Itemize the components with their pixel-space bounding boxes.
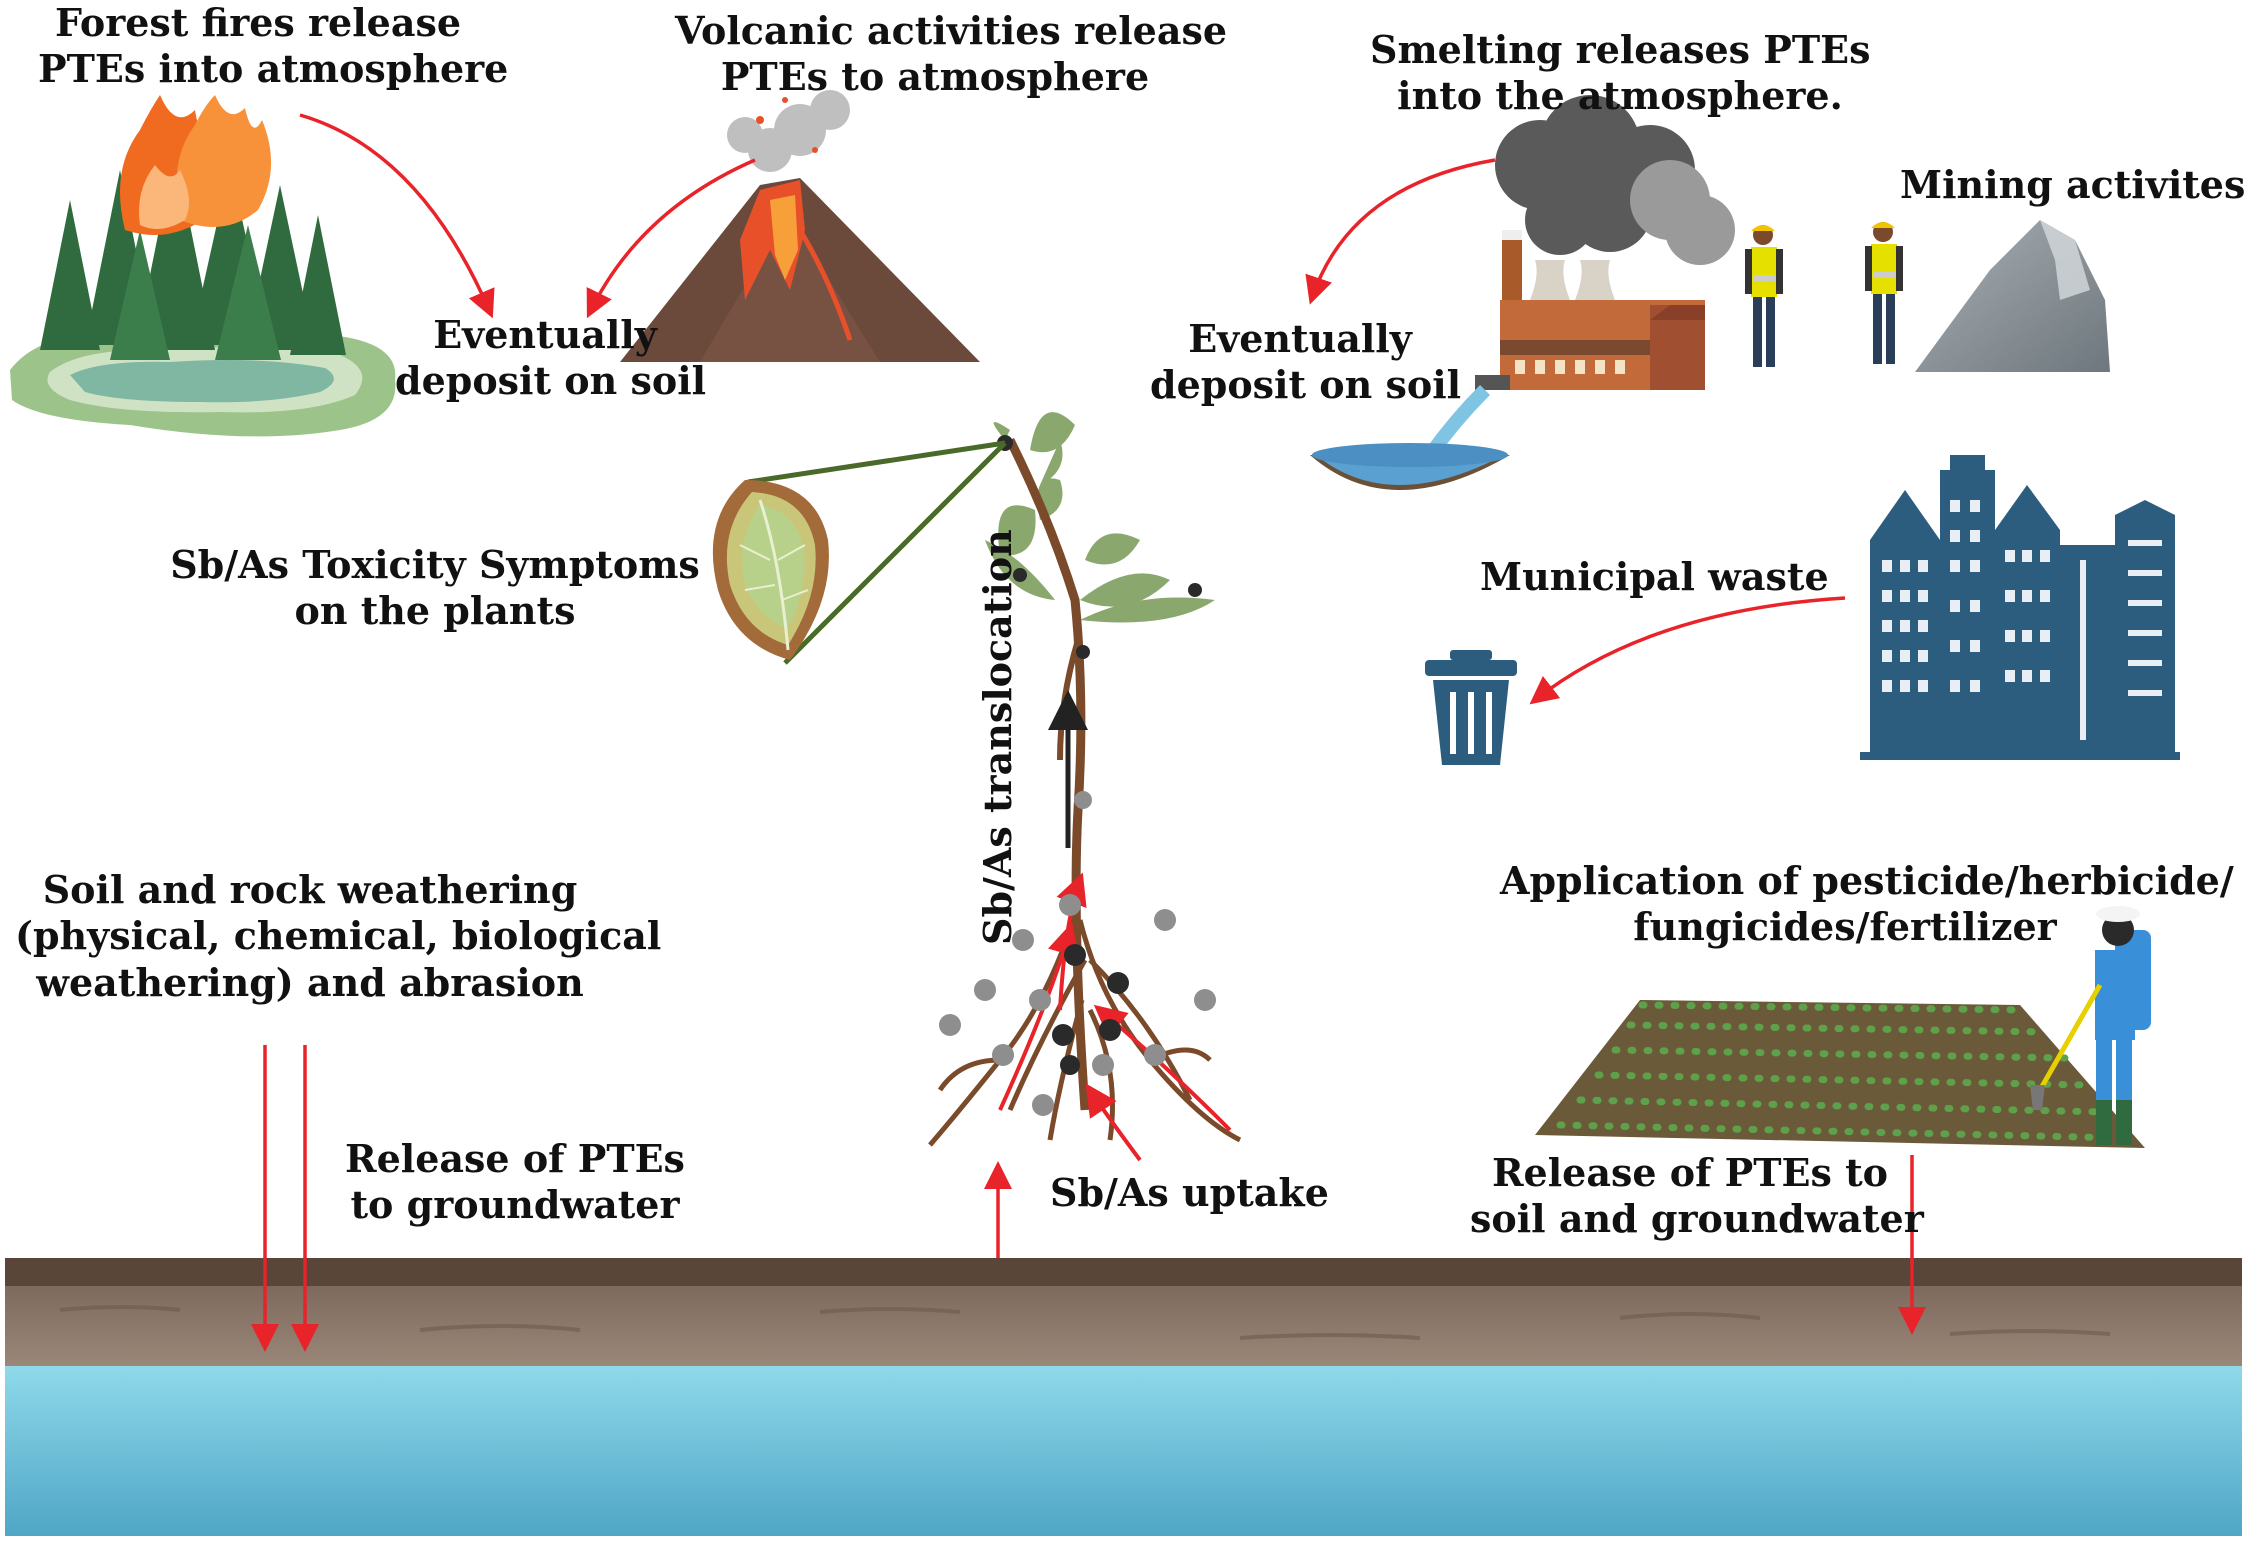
label-weathering: Soil and rock weathering (physical, chem… xyxy=(15,867,662,1005)
mountain-icon xyxy=(1915,220,2110,372)
label-deposit-left: Eventually deposit on soil xyxy=(395,312,707,404)
farmer-sprayer-icon xyxy=(2030,906,2151,1145)
plant-icon xyxy=(928,412,1242,1162)
label-smelting: Smelting releases PTEs into the atmosphe… xyxy=(1370,27,1871,119)
factory-icon xyxy=(1475,95,1735,390)
label-translocation: Sb/As translocation xyxy=(975,529,1020,945)
city-buildings-icon xyxy=(1860,455,2180,760)
label-volcanic-activities: Volcanic activities release PTEs to atmo… xyxy=(675,8,1228,100)
worker-icon xyxy=(1745,222,1903,367)
forest-fire-icon xyxy=(10,95,396,437)
soil-layer xyxy=(5,1286,2242,1366)
leaf-symptom-icon xyxy=(712,440,1007,665)
label-mining: Mining activites xyxy=(1900,162,2246,207)
label-groundwater-right: Release of PTEs to soil and groundwater xyxy=(1470,1150,1924,1242)
label-toxicity-symptoms: Sb/As Toxicity Symptoms on the plants xyxy=(170,542,700,634)
label-municipal-waste: Municipal waste xyxy=(1480,554,1829,599)
soil-texture xyxy=(59,1305,2111,1340)
water-basin-icon xyxy=(1310,385,1510,490)
arrow-smelting-to-soil xyxy=(1305,158,1496,305)
label-forest-fires: Forest fires release PTEs into atmospher… xyxy=(38,0,509,92)
groundwater-layer xyxy=(5,1366,2242,1536)
label-application: Application of pesticide/herbicide/ fung… xyxy=(1500,858,2234,950)
soil-top-band xyxy=(5,1258,2242,1286)
label-uptake: Sb/As uptake xyxy=(1050,1170,1329,1215)
crop-field-icon xyxy=(1535,1000,2145,1148)
label-groundwater-left: Release of PTEs to groundwater xyxy=(345,1136,685,1228)
arrow-forest-to-soil xyxy=(299,113,495,319)
label-deposit-right: Eventually deposit on soil xyxy=(1150,316,1462,408)
arrow-volcano-to-soil xyxy=(586,158,756,319)
arrow-city-to-trash xyxy=(1529,596,1846,705)
volcano-icon xyxy=(620,90,980,362)
pathway-arrows xyxy=(251,113,1926,1352)
trash-bin-icon xyxy=(1425,650,1517,765)
soil-and-water-layers xyxy=(5,1258,2242,1536)
